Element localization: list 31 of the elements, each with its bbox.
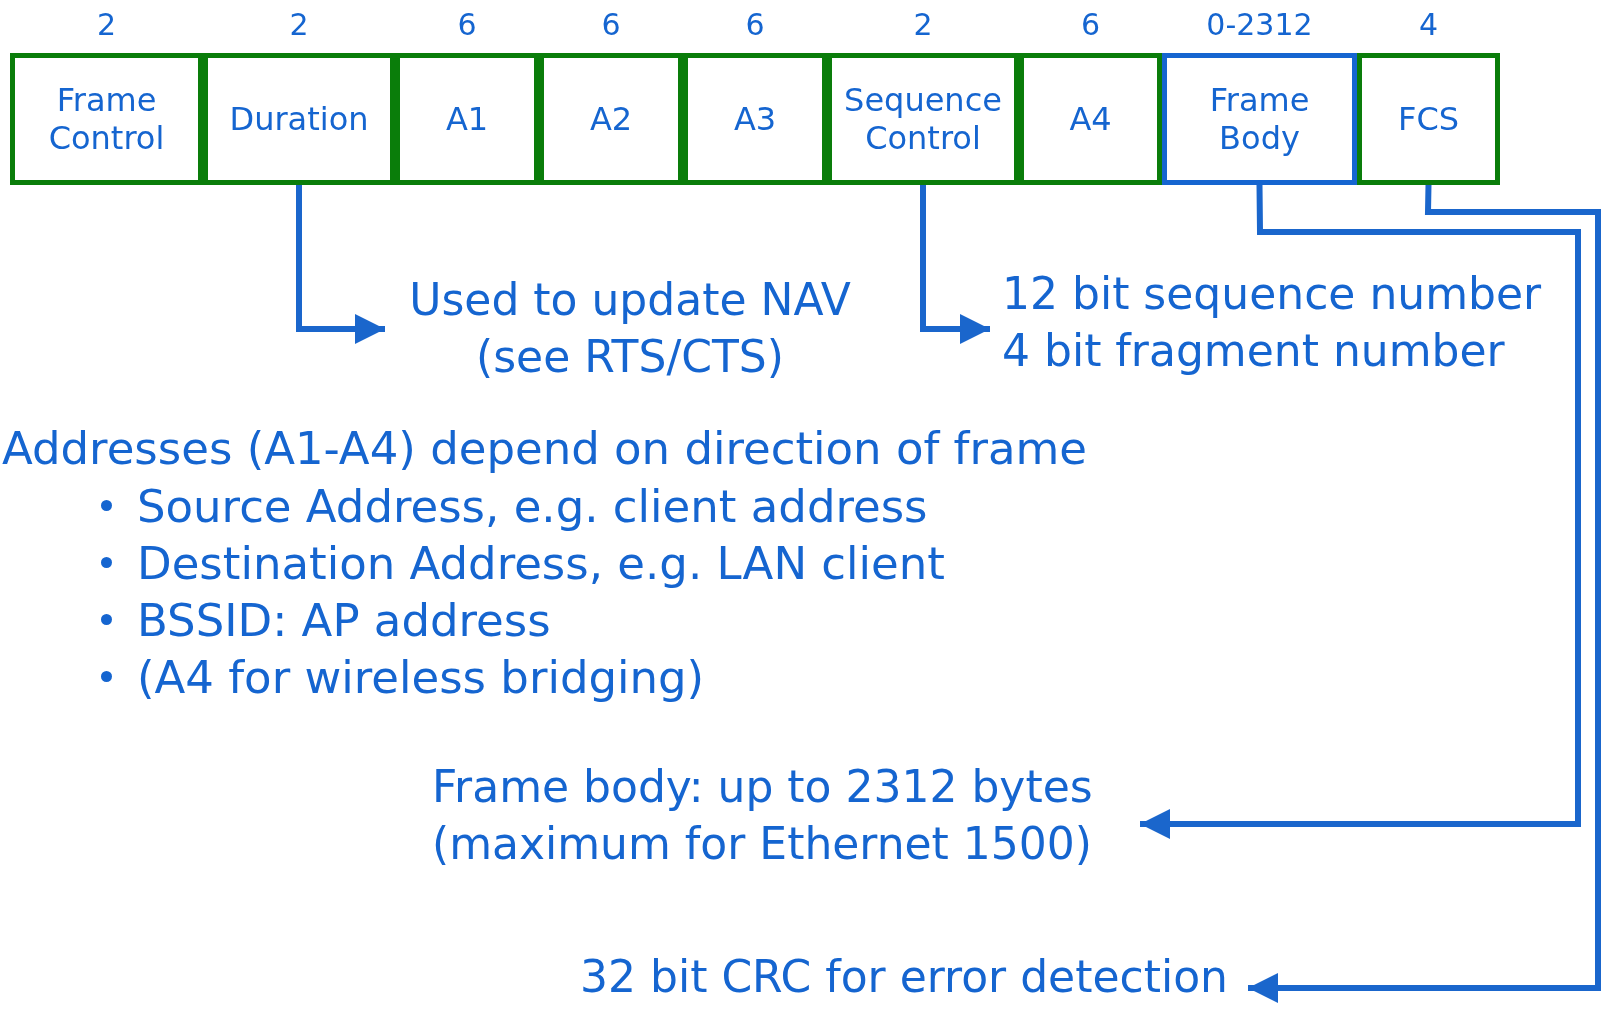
arrow xyxy=(920,185,990,344)
byte-count: 0-2312 xyxy=(1205,10,1314,40)
byte-count: 6 xyxy=(744,10,766,40)
arrow xyxy=(1248,184,1601,1003)
byte-count: 2 xyxy=(95,10,118,40)
byte-count: 4 xyxy=(1417,10,1440,40)
field-name: A4 xyxy=(1069,99,1112,139)
field-name: A2 xyxy=(589,99,633,139)
field-name: Frame Body xyxy=(1208,80,1311,158)
byte-count: 6 xyxy=(600,10,622,40)
field-name: Frame Control xyxy=(47,80,166,158)
field-name: Sequence Control xyxy=(843,80,1003,158)
field-name: A1 xyxy=(445,99,489,139)
bullet-text: (A4 for wireless bridging) xyxy=(137,651,705,705)
field-name: A3 xyxy=(733,99,777,139)
byte-count: 2 xyxy=(288,10,310,40)
frame-field-box xyxy=(1357,53,1500,185)
byte-count: 6 xyxy=(1079,10,1102,40)
frame-field-box xyxy=(1019,53,1162,185)
byte-count: 2 xyxy=(912,10,934,40)
bullet-text: Destination Address, e.g. LAN client xyxy=(137,537,945,591)
note-text: Addresses (A1-A4) depend on direction of frame xyxy=(2,422,1087,476)
bullet-text: BSSID: AP address xyxy=(137,594,551,648)
frame-field-box xyxy=(10,53,203,185)
arrow xyxy=(1140,184,1581,839)
arrow xyxy=(296,185,385,344)
bullet-text: Source Address, e.g. client address xyxy=(137,480,928,534)
byte-count: 6 xyxy=(456,10,478,40)
field-name: FCS xyxy=(1397,99,1460,139)
frame-field-box xyxy=(1162,53,1357,185)
field-name: Duration xyxy=(229,99,369,139)
